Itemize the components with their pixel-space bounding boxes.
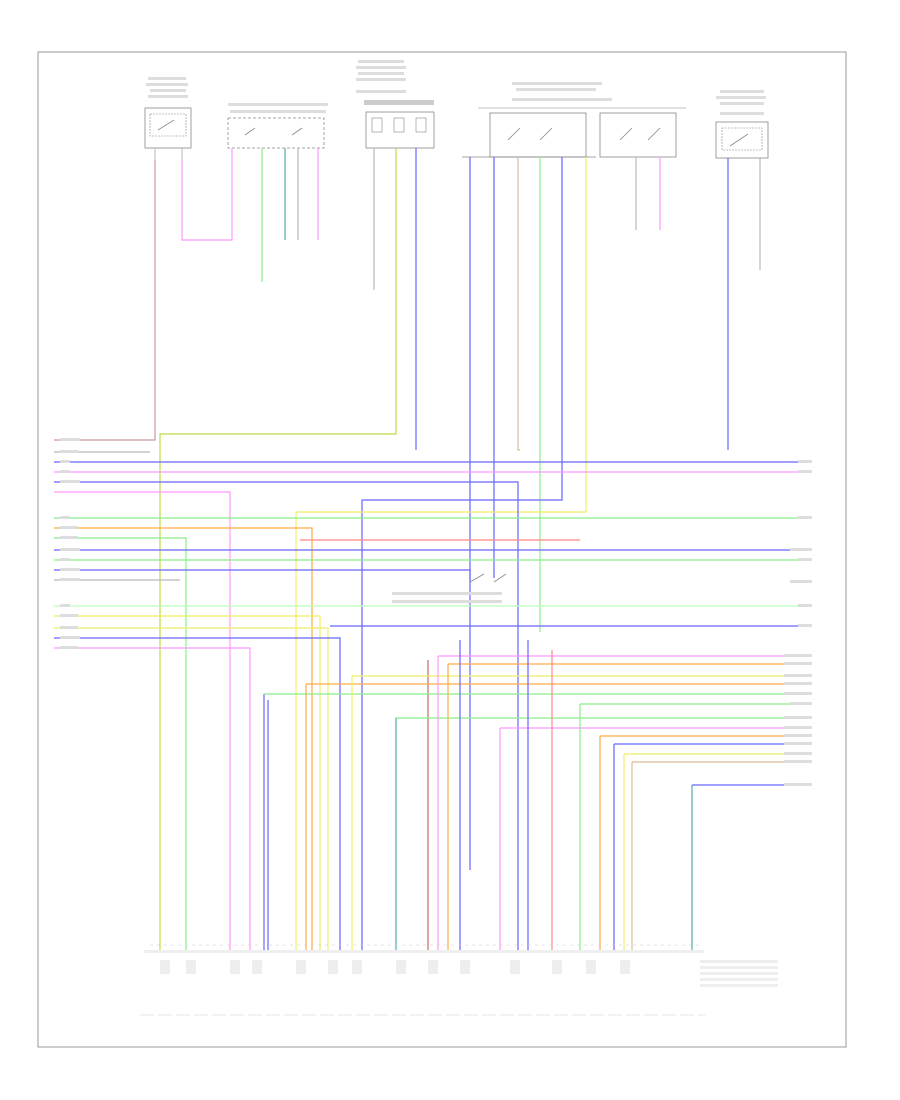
wires-bus-1 [54,451,800,950]
component-center-module [392,573,507,603]
component-label-1 [146,77,188,98]
wires-right [263,640,800,950]
bottom-connector [140,944,778,1016]
wire-labels-left [60,438,80,649]
component-switch-group-4 [462,82,686,158]
wires-bus-3 [54,605,800,950]
wires-bus-2 [54,517,800,950]
wires-top [54,148,761,950]
component-switch-5 [715,90,769,159]
component-module-3 [356,60,435,149]
component-connector-2 [227,103,328,149]
component-switch-1 [144,107,192,160]
wire-labels-right [784,460,812,786]
diagram-frame [37,51,847,1048]
